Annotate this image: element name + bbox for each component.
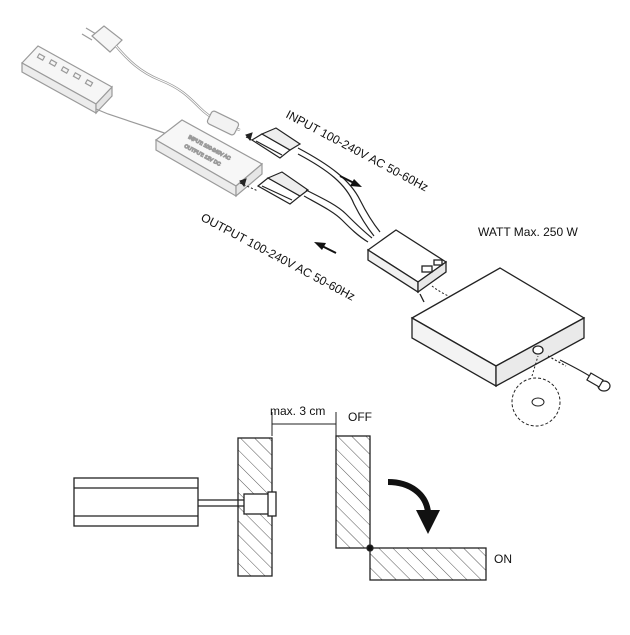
off-label: OFF [348,410,372,424]
distance-label: max. 3 cm [270,404,325,418]
input-plug [250,127,302,159]
on-label: ON [494,552,512,566]
output-direction-arrow [314,242,337,254]
door-off-position [335,435,371,549]
sensor-head [547,355,611,392]
cabinet-wall [237,437,277,577]
distance-dimension [271,412,337,436]
output-plug [256,171,310,205]
switch-cables [297,147,381,243]
wall-plug [81,25,241,136]
furniture-panel [410,267,586,388]
sensor-switch-box [366,229,448,303]
input-direction-arrow [339,175,362,187]
detail-magnifier [511,355,561,427]
led-driver-box: INPUT: 100-240V AC OUTPUT: 12V DC [154,119,264,198]
rotation-arrow [387,479,440,534]
door-on-position [366,544,487,581]
input-label: INPUT 100-240V AC 50-60Hz [284,107,431,194]
switch-body [73,477,246,527]
power-strip [21,45,171,136]
output-label: OUTPUT 100-240V AC 50-60Hz [199,210,358,303]
watt-label: WATT Max. 250 W [478,225,578,239]
